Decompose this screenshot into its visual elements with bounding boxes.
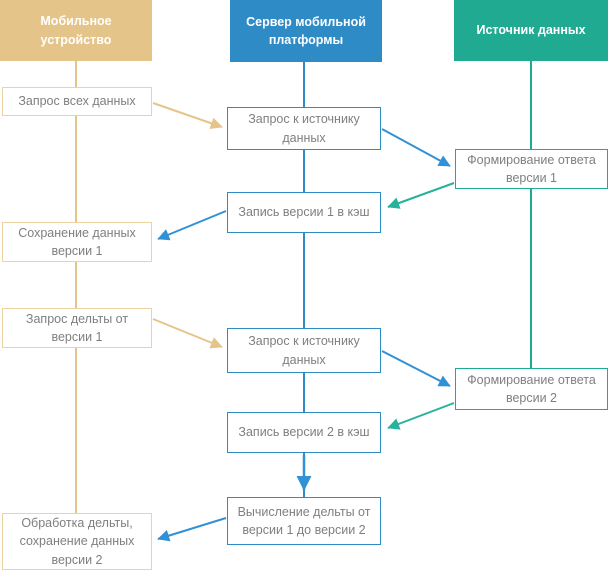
node-request-delta-from-v1: Запрос дельты от версии 1 (2, 308, 152, 348)
node-save-data-v1: Сохранение данных версии 1 (2, 222, 152, 262)
edge-write-v1-to-cache-to-save-data-v1 (157, 210, 227, 241)
column-header-mobile-device: Мобильное устройство (0, 0, 152, 61)
column-header-mobile-platform-server: Сервер мобильной платформы (230, 0, 382, 62)
column-header-data-source: Источник данных (454, 0, 608, 61)
node-process-delta-save-v2: Обработка дельты, сохранение данных верс… (2, 513, 152, 570)
node-compute-delta-v1-v2: Вычисление дельты от версии 1 до версии … (227, 497, 381, 545)
node-form-response-v1: Формирование ответа версии 1 (455, 149, 608, 189)
node-request-to-source-2: Запрос к источнику данных (227, 328, 381, 373)
node-form-response-v2: Формирование ответа версии 2 (455, 368, 608, 410)
edge-form-response-v2-to-write-v2-to-cache (387, 402, 455, 430)
node-write-v1-to-cache: Запись версии 1 в кэш (227, 192, 381, 233)
lifeline-data-source (530, 61, 532, 410)
edge-compute-delta-to-process-delta-save-v2 (157, 517, 227, 542)
lifeline-mobile-platform-server (303, 62, 305, 497)
node-write-v2-to-cache: Запись версии 2 в кэш (227, 412, 381, 453)
edge-request-all-data-to-request-to-source-1 (152, 102, 223, 129)
edge-request-to-source-2-to-form-response-v2 (381, 350, 451, 387)
node-request-to-source-1: Запрос к источнику данных (227, 107, 381, 150)
edge-form-response-v1-to-write-v1-to-cache (387, 182, 455, 209)
edge-request-to-source-1-to-form-response-v1 (381, 128, 451, 167)
edge-request-delta-from-v1-to-request-to-source-2 (152, 318, 223, 349)
node-request-all-data: Запрос всех данных (2, 87, 152, 116)
